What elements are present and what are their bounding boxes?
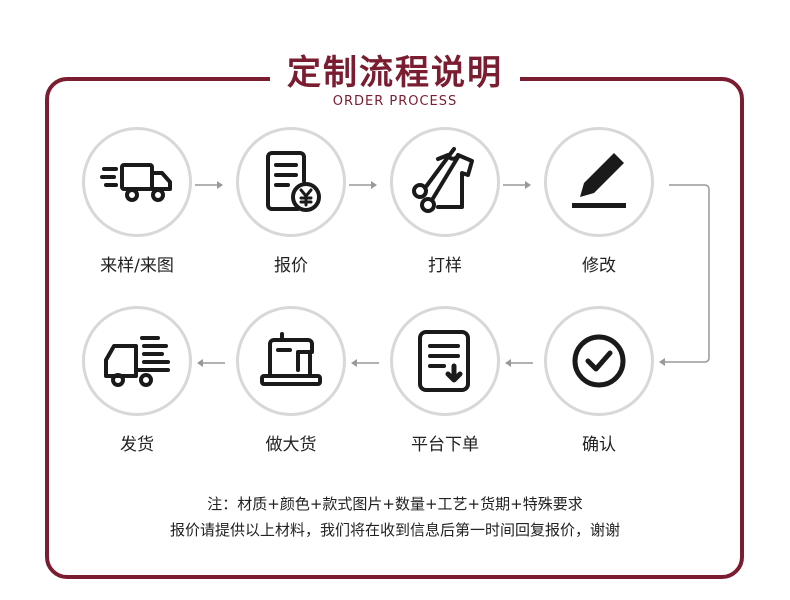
step-sample: 来样/来图 <box>77 127 197 276</box>
step-circle <box>390 306 500 416</box>
sewing-machine-icon <box>260 332 322 386</box>
scissors-shirt-icon <box>412 147 474 213</box>
arrow-right-icon <box>503 181 531 189</box>
step-label: 打样 <box>428 256 462 276</box>
step-shipping: 发货 <box>77 306 197 455</box>
header: 定制流程说明 ORDER PROCESS <box>270 44 520 114</box>
step-label: 修改 <box>582 256 616 276</box>
step-circle <box>236 127 346 237</box>
step-label: 发货 <box>120 435 154 455</box>
step-modify: 修改 <box>539 127 659 276</box>
step-mass-production: 做大货 <box>231 306 351 455</box>
order-document-download-icon <box>418 330 470 392</box>
step-label: 报价 <box>274 256 308 276</box>
quote-document-yen-icon <box>266 151 321 212</box>
arrow-right-icon <box>349 181 377 189</box>
pen-edit-icon <box>572 153 626 208</box>
note-line-2: 报价请提供以上材料，我们将在收到信息后第一时间回复报价，谢谢 <box>169 521 620 539</box>
arrow-right-icon <box>195 181 223 189</box>
step-circle <box>82 127 192 237</box>
step-circle <box>544 306 654 416</box>
step-circle <box>236 306 346 416</box>
check-circle-icon <box>572 334 626 388</box>
step-label: 确认 <box>582 435 616 455</box>
arrow-left-icon <box>505 359 533 367</box>
step-label: 做大货 <box>265 435 317 455</box>
step-label: 平台下单 <box>411 435 479 455</box>
connector-down-arrow-icon <box>659 184 710 366</box>
step-circle <box>544 127 654 237</box>
delivery-truck-icon <box>100 163 172 202</box>
step-platform-order: 平台下单 <box>385 306 505 455</box>
page-title: 定制流程说明 <box>287 53 503 93</box>
arrow-left-icon <box>197 359 225 367</box>
note-line-1: 注：材质+颜色+款式图片+数量+工艺+货期+特殊要求 <box>207 495 583 513</box>
page-subtitle: ORDER PROCESS <box>332 94 458 109</box>
shipping-truck-icon <box>104 336 170 387</box>
step-circle <box>82 306 192 416</box>
arrow-left-icon <box>351 359 379 367</box>
step-confirm: 确认 <box>539 306 659 455</box>
step-quote: 报价 <box>231 127 351 276</box>
step-circle <box>390 127 500 237</box>
step-proofing: 打样 <box>385 127 505 276</box>
step-label: 来样/来图 <box>100 256 174 276</box>
